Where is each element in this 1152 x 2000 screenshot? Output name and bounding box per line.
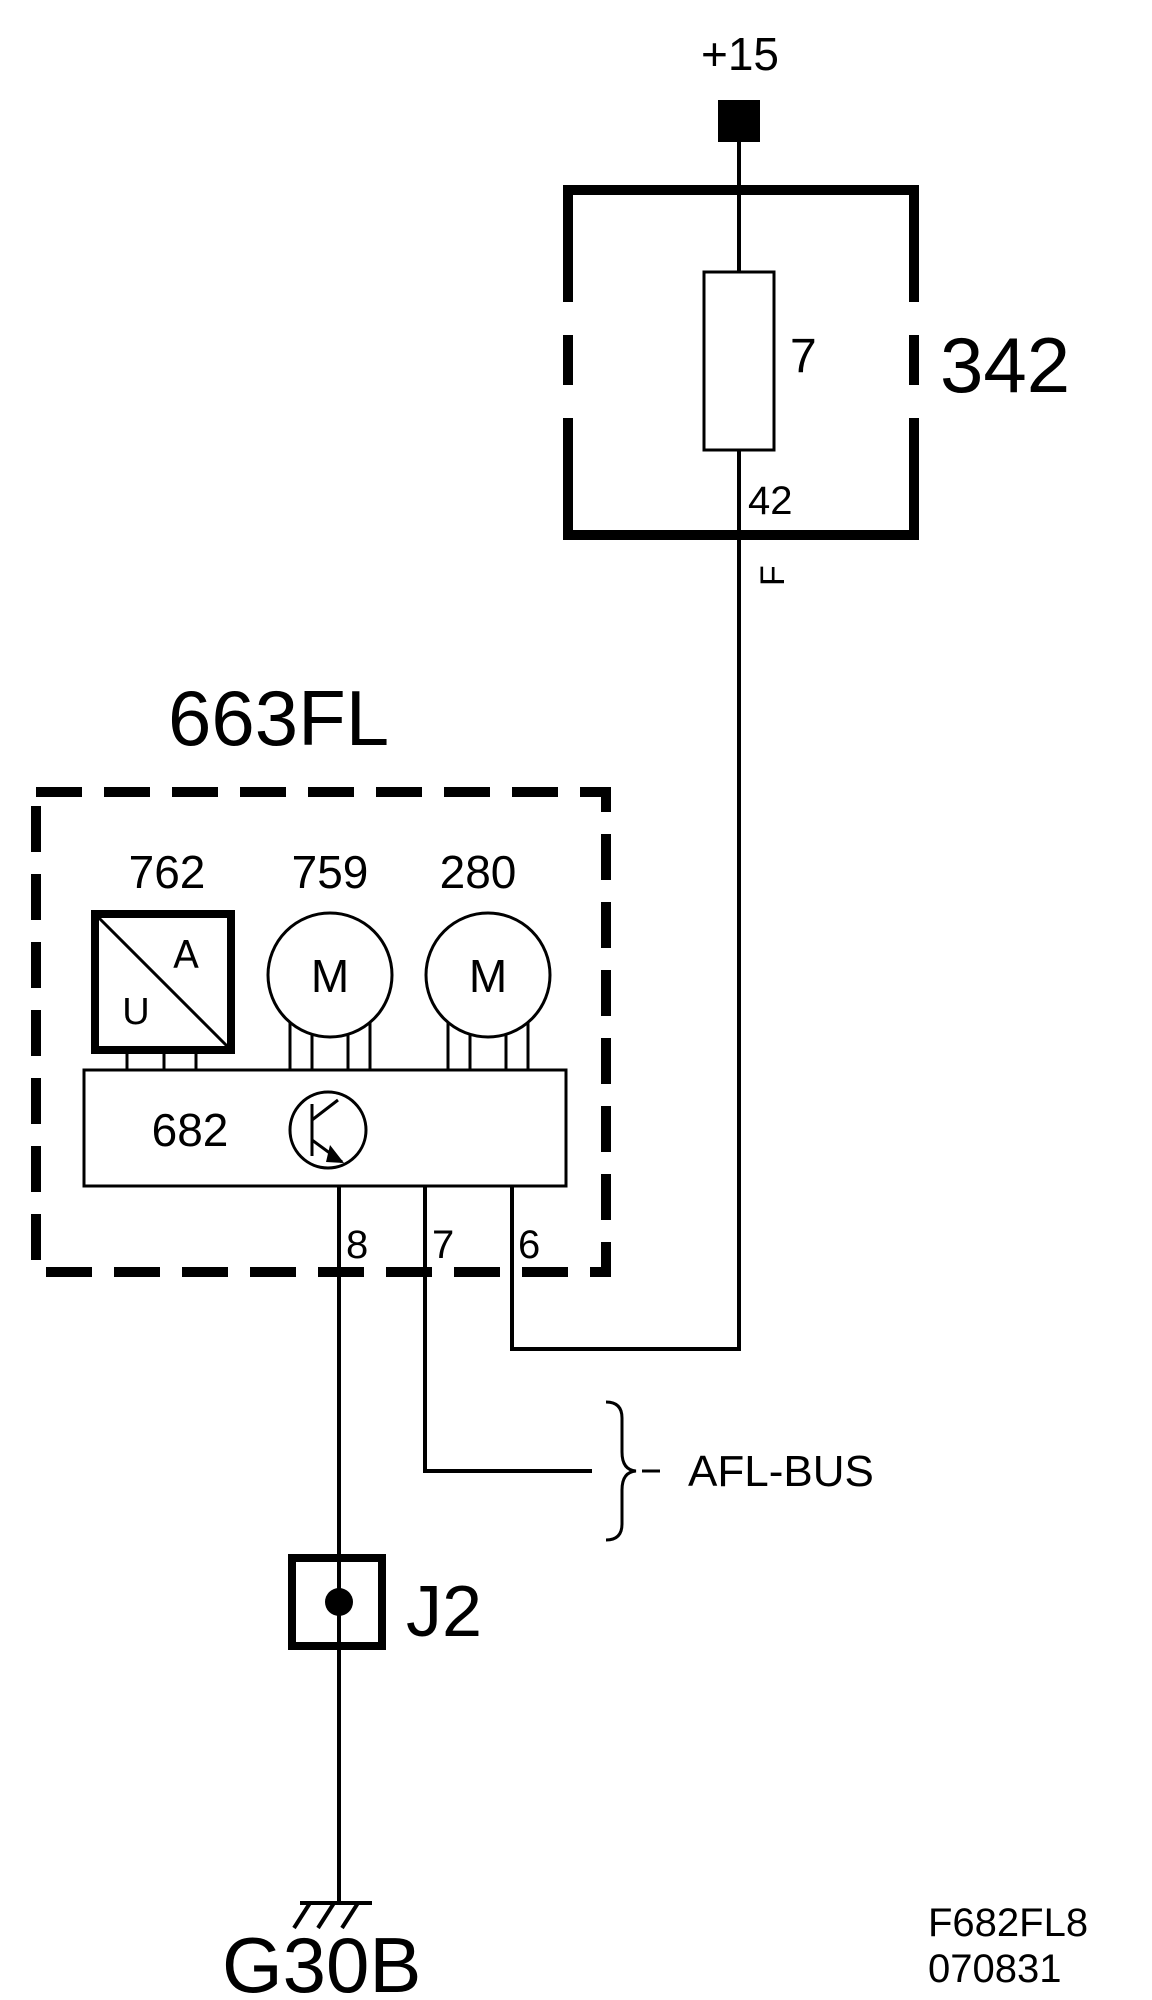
fuse-number: 7 xyxy=(790,330,817,383)
motor-759: M xyxy=(266,911,394,1070)
module-id: 663FL xyxy=(168,674,389,762)
sensor-symbol-upper: ∀ xyxy=(173,931,199,973)
fuse-element xyxy=(702,270,776,452)
fuse-pin: 42 xyxy=(748,479,793,523)
fuse-box-id: 342 xyxy=(940,321,1070,409)
bus-label: AFL-BUS xyxy=(688,1447,874,1496)
transistor-icon xyxy=(288,1090,368,1170)
controller-id: 682 xyxy=(152,1104,229,1156)
bus-brace xyxy=(605,1400,637,1542)
ground-symbol xyxy=(292,1901,372,1930)
sensor-id: 762 xyxy=(129,846,206,898)
footer-code: F682FL8 xyxy=(928,1901,1088,1945)
footer-date: 070831 xyxy=(928,1947,1061,1991)
sensor-762: ∀ U xyxy=(91,910,235,1070)
connector-id: J2 xyxy=(406,1572,482,1652)
motor-a-id: 759 xyxy=(292,846,369,898)
feed-wire xyxy=(510,535,741,1351)
connector-j2 xyxy=(288,1554,386,1650)
sensor-symbol-lower: U xyxy=(122,991,149,1033)
pin-7: 7 xyxy=(432,1223,454,1267)
motor-a-symbol: M xyxy=(311,950,349,1002)
supply-label: +15 xyxy=(701,28,779,80)
pin-6: 6 xyxy=(518,1223,540,1267)
bus-wire xyxy=(423,1275,592,1473)
motor-280: M xyxy=(424,911,552,1070)
motor-b-symbol: M xyxy=(469,950,507,1002)
controller-682: 682 xyxy=(82,1068,568,1188)
ground-id: G30B xyxy=(222,1921,421,2000)
module-frame xyxy=(31,787,611,1277)
supply-terminal xyxy=(718,100,760,142)
wire-code: F xyxy=(754,565,792,586)
pin-8: 8 xyxy=(346,1223,368,1267)
motor-b-id: 280 xyxy=(440,846,517,898)
